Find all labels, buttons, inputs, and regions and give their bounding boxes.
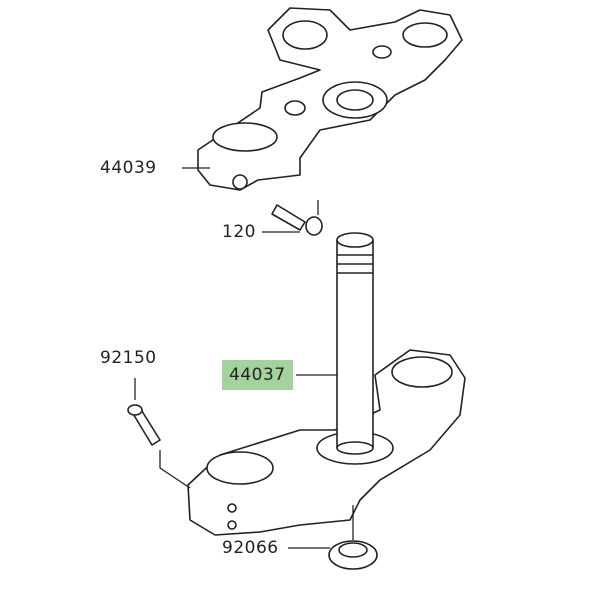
part-label-44039[interactable]: 44039 [100,158,157,178]
upper-bolt-drawing [271,204,323,236]
lower-bolt-drawing [127,404,161,446]
stem-cap-drawing [328,540,378,570]
part-label-44037-highlighted[interactable]: 44037 [222,360,293,390]
part-label-92066[interactable]: 92066 [222,538,279,558]
upper-bracket-drawing [197,7,463,191]
part-label-92150[interactable]: 92150 [100,348,157,368]
part-label-120[interactable]: 120 [222,222,256,242]
leader-lines [134,167,354,549]
stem-lower-bracket-drawing [187,232,466,536]
